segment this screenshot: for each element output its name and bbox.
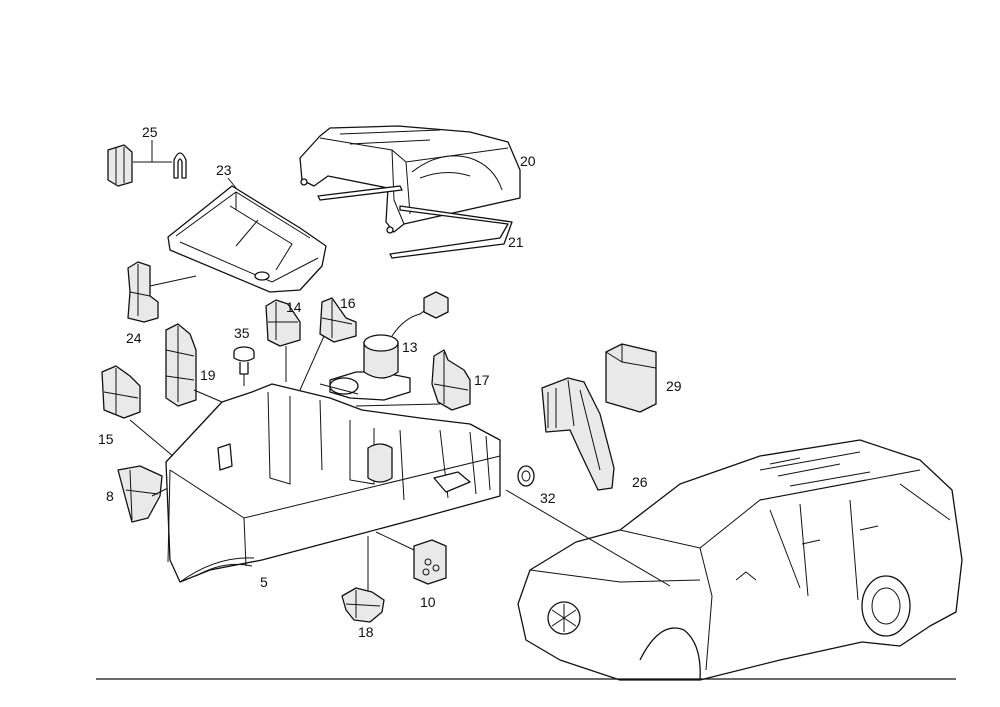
callout-18: 18 (358, 624, 374, 640)
part-26-pedal (541, 377, 615, 491)
part-10-relay (413, 539, 447, 585)
leader-10 (375, 531, 415, 551)
part-35-screw (233, 346, 255, 375)
callout-25: 25 (142, 124, 158, 140)
callout-13: 13 (402, 339, 418, 355)
callout-14: 14 (286, 299, 302, 315)
callout-17: 17 (474, 372, 490, 388)
leader-13 (319, 383, 359, 395)
part-21-seal (317, 185, 513, 259)
part-32-grommet (517, 465, 535, 487)
leader-vehicle (505, 489, 671, 587)
part-14-holder (265, 299, 301, 347)
callout-26: 26 (632, 474, 648, 490)
callout-20: 20 (520, 153, 536, 169)
callout-32: 32 (540, 490, 556, 506)
callout-21: 21 (508, 234, 524, 250)
part-19-bracket (165, 323, 197, 407)
part-20-cover (299, 125, 521, 234)
part-29-module (605, 343, 657, 413)
part-16-holder (319, 297, 357, 343)
callout-19: 19 (200, 367, 216, 383)
leader-25 (133, 140, 172, 163)
vehicle-illustration (517, 439, 963, 681)
leader-24 (149, 275, 197, 287)
part-23-cover (167, 185, 327, 293)
callout-10: 10 (420, 594, 436, 610)
part-17-holder (431, 349, 471, 411)
callout-35: 35 (234, 325, 250, 341)
part-24-bracket (127, 261, 159, 323)
part-15-bracket (101, 365, 141, 419)
callout-23: 23 (216, 162, 232, 178)
part-18-clip (341, 587, 385, 623)
callout-16: 16 (340, 295, 356, 311)
leader-17 (355, 403, 441, 407)
callout-5: 5 (260, 574, 268, 590)
part-13-pump (329, 291, 449, 401)
callout-15: 15 (98, 431, 114, 447)
leader-23 (227, 177, 237, 189)
part-8-clip (117, 465, 163, 523)
part-5-main-box (165, 383, 501, 583)
part-25-clip (107, 144, 187, 187)
leader-16 (299, 335, 325, 391)
callout-8: 8 (106, 488, 114, 504)
callout-29: 29 (666, 378, 682, 394)
callout-24: 24 (126, 330, 142, 346)
